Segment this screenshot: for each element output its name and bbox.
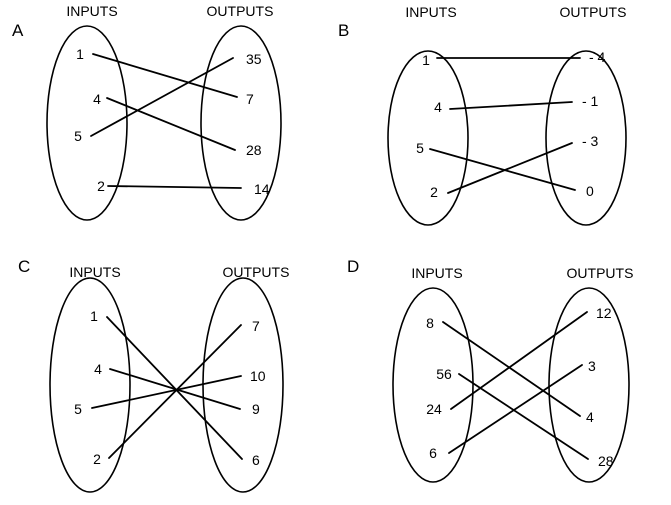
mapping-line	[92, 53, 238, 98]
input-value: 6	[429, 445, 437, 461]
inputs-oval	[49, 277, 131, 493]
mapping-line	[107, 185, 242, 189]
output-value: 3	[588, 358, 596, 374]
inputs-header: INPUTS	[405, 4, 456, 20]
mapping-line	[108, 324, 242, 459]
mapping-line	[106, 97, 236, 151]
inputs-header: INPUTS	[66, 3, 117, 19]
output-value: 35	[246, 51, 262, 67]
output-value: 10	[250, 368, 266, 384]
input-value: 1	[422, 52, 430, 68]
inputs-header: INPUTS	[69, 264, 120, 280]
mapping-line	[109, 368, 241, 410]
output-value: 4	[586, 409, 594, 425]
input-value: 56	[436, 366, 452, 382]
output-value: 6	[252, 452, 260, 468]
outputs-oval	[545, 50, 627, 226]
outputs-header: OUTPUTS	[223, 264, 290, 280]
mapping-line	[429, 148, 576, 191]
output-value: 12	[596, 305, 612, 321]
outputs-oval	[202, 277, 284, 493]
mapping-line	[447, 142, 573, 194]
outputs-header: OUTPUTS	[207, 3, 274, 19]
output-value: 28	[598, 453, 614, 469]
input-value: 5	[74, 401, 82, 417]
inputs-oval	[392, 287, 474, 483]
mapping-line	[91, 375, 242, 409]
output-value: - 3	[582, 133, 599, 149]
mapping-line	[450, 311, 588, 410]
inputs-header: INPUTS	[411, 265, 462, 281]
input-value: 1	[90, 308, 98, 324]
mapping-line	[458, 373, 589, 460]
input-value: 4	[93, 91, 101, 107]
output-value: - 4	[589, 49, 606, 65]
output-value: - 1	[582, 93, 599, 109]
inputs-oval	[387, 50, 469, 226]
output-value: 0	[586, 183, 594, 199]
input-value: 2	[430, 184, 438, 200]
input-value: 8	[426, 315, 434, 331]
mapping-line	[448, 364, 583, 454]
input-value: 4	[94, 361, 102, 377]
input-value: 5	[74, 128, 82, 144]
input-value: 2	[97, 178, 105, 194]
mapping-line	[449, 101, 573, 110]
output-value: 28	[246, 142, 262, 158]
outputs-oval	[548, 287, 630, 483]
panel-label: A	[12, 21, 24, 40]
outputs-header: OUTPUTS	[560, 4, 627, 20]
output-value: 7	[246, 91, 254, 107]
mapping-line	[442, 321, 581, 417]
outputs-header: OUTPUTS	[567, 265, 634, 281]
mapping-panel-c: C INPUTS OUTPUTS 1 4 5 2 7 10 9 6	[18, 257, 290, 493]
input-value: 4	[434, 99, 442, 115]
input-value: 24	[426, 401, 442, 417]
mapping-panel-b: B INPUTS OUTPUTS 1 4 5 2 - 4 - 1 - 3 0	[338, 4, 627, 226]
mapping-panel-d: D INPUTS OUTPUTS 8 56 24 6 12 3 4 28	[347, 257, 634, 483]
panel-label: B	[338, 21, 349, 40]
panel-label: D	[347, 257, 359, 276]
output-value: 9	[252, 401, 260, 417]
outputs-oval	[200, 25, 282, 221]
panel-label: C	[18, 257, 30, 276]
mapping-line	[90, 57, 234, 137]
output-value: 7	[252, 318, 260, 334]
input-value: 5	[416, 140, 424, 156]
input-value: 2	[93, 451, 101, 467]
input-value: 1	[76, 46, 84, 62]
output-value: 14	[254, 181, 270, 197]
inputs-oval	[46, 25, 128, 221]
